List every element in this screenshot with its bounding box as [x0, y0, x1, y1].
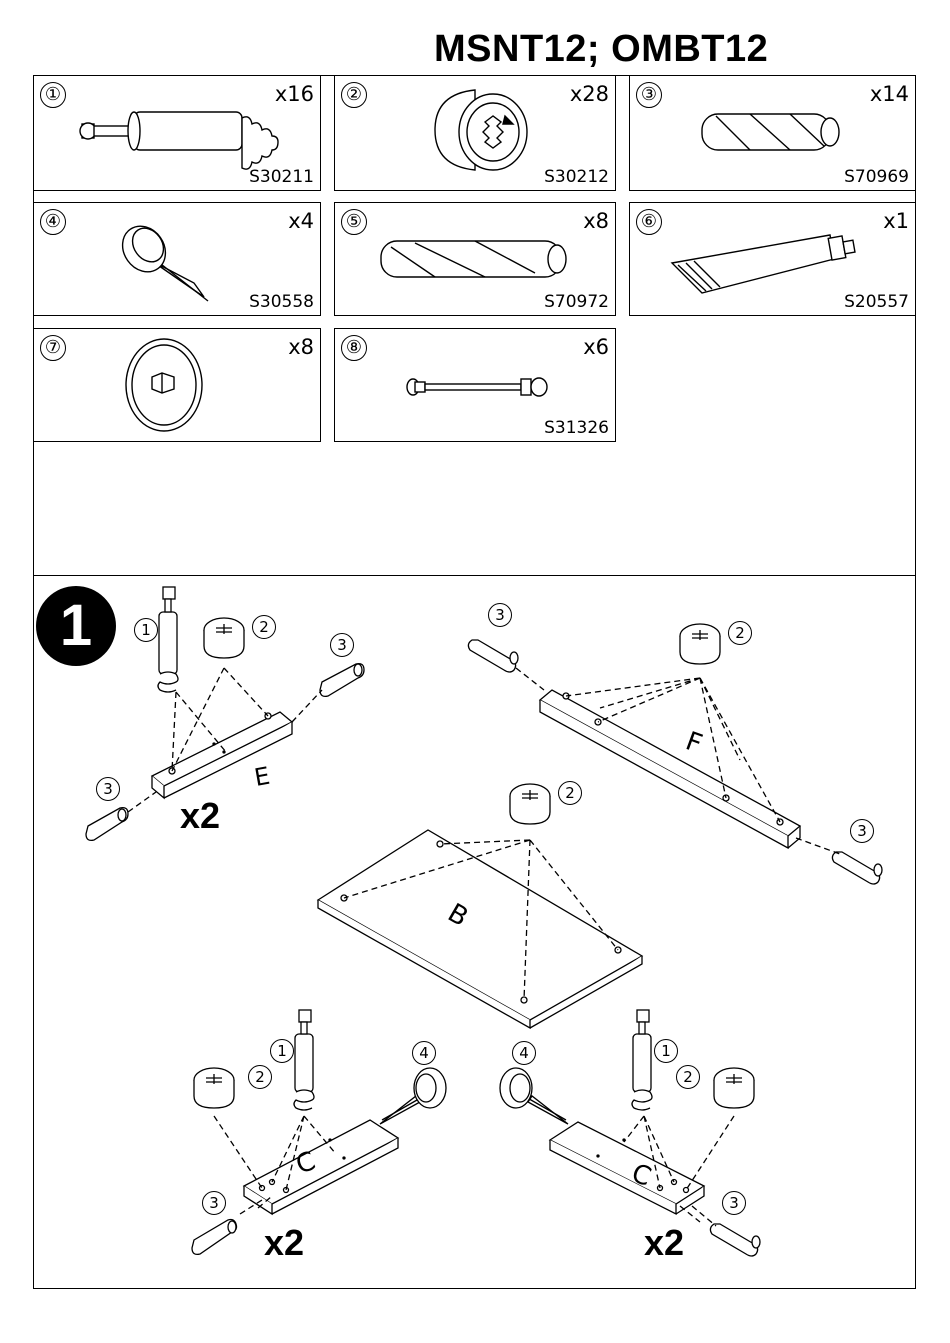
cam-lock-part	[194, 1068, 234, 1108]
nail-glide-part	[380, 1068, 446, 1124]
callout-part-3: 3	[850, 819, 874, 843]
nail-glide-part	[500, 1068, 568, 1124]
cam-lock-part	[510, 784, 550, 824]
multiplier-label: x2	[264, 1222, 304, 1264]
dowel-part	[832, 852, 882, 884]
callout-part-1: 1	[654, 1039, 678, 1063]
multiplier-label: x2	[644, 1222, 684, 1264]
callout-part-4: 4	[412, 1041, 436, 1065]
panel-f	[540, 690, 800, 848]
cam-lock-part	[680, 624, 720, 664]
callout-part-4: 4	[512, 1041, 536, 1065]
dowel-part	[86, 808, 128, 841]
panel-letter-e: E	[252, 762, 272, 792]
callout-part-3: 3	[96, 777, 120, 801]
multiplier-label: x2	[180, 795, 220, 837]
cam-bolt-part	[632, 1010, 652, 1110]
callout-part-1: 1	[270, 1039, 294, 1063]
dowel-part	[320, 664, 364, 697]
callout-part-2: 2	[252, 615, 276, 639]
panel-b	[318, 830, 642, 1028]
panel-c-right	[550, 1122, 704, 1214]
panel-letter-f: F	[682, 726, 706, 759]
callout-part-2: 2	[728, 621, 752, 645]
callout-part-2: 2	[676, 1065, 700, 1089]
dowel-part	[468, 640, 518, 672]
cam-bolt-part	[294, 1010, 314, 1110]
callout-part-3: 3	[488, 603, 512, 627]
dowel-part	[192, 1220, 237, 1255]
callout-part-2: 2	[558, 781, 582, 805]
cam-bolt-part	[158, 587, 178, 692]
dowel-part	[710, 1224, 760, 1256]
callout-part-3: 3	[330, 633, 354, 657]
cam-lock-part	[714, 1068, 754, 1108]
callout-part-2: 2	[248, 1065, 272, 1089]
cam-lock-part	[204, 618, 244, 658]
callout-part-1: 1	[134, 618, 158, 642]
callout-part-3: 3	[202, 1191, 226, 1215]
callout-part-3: 3	[722, 1191, 746, 1215]
